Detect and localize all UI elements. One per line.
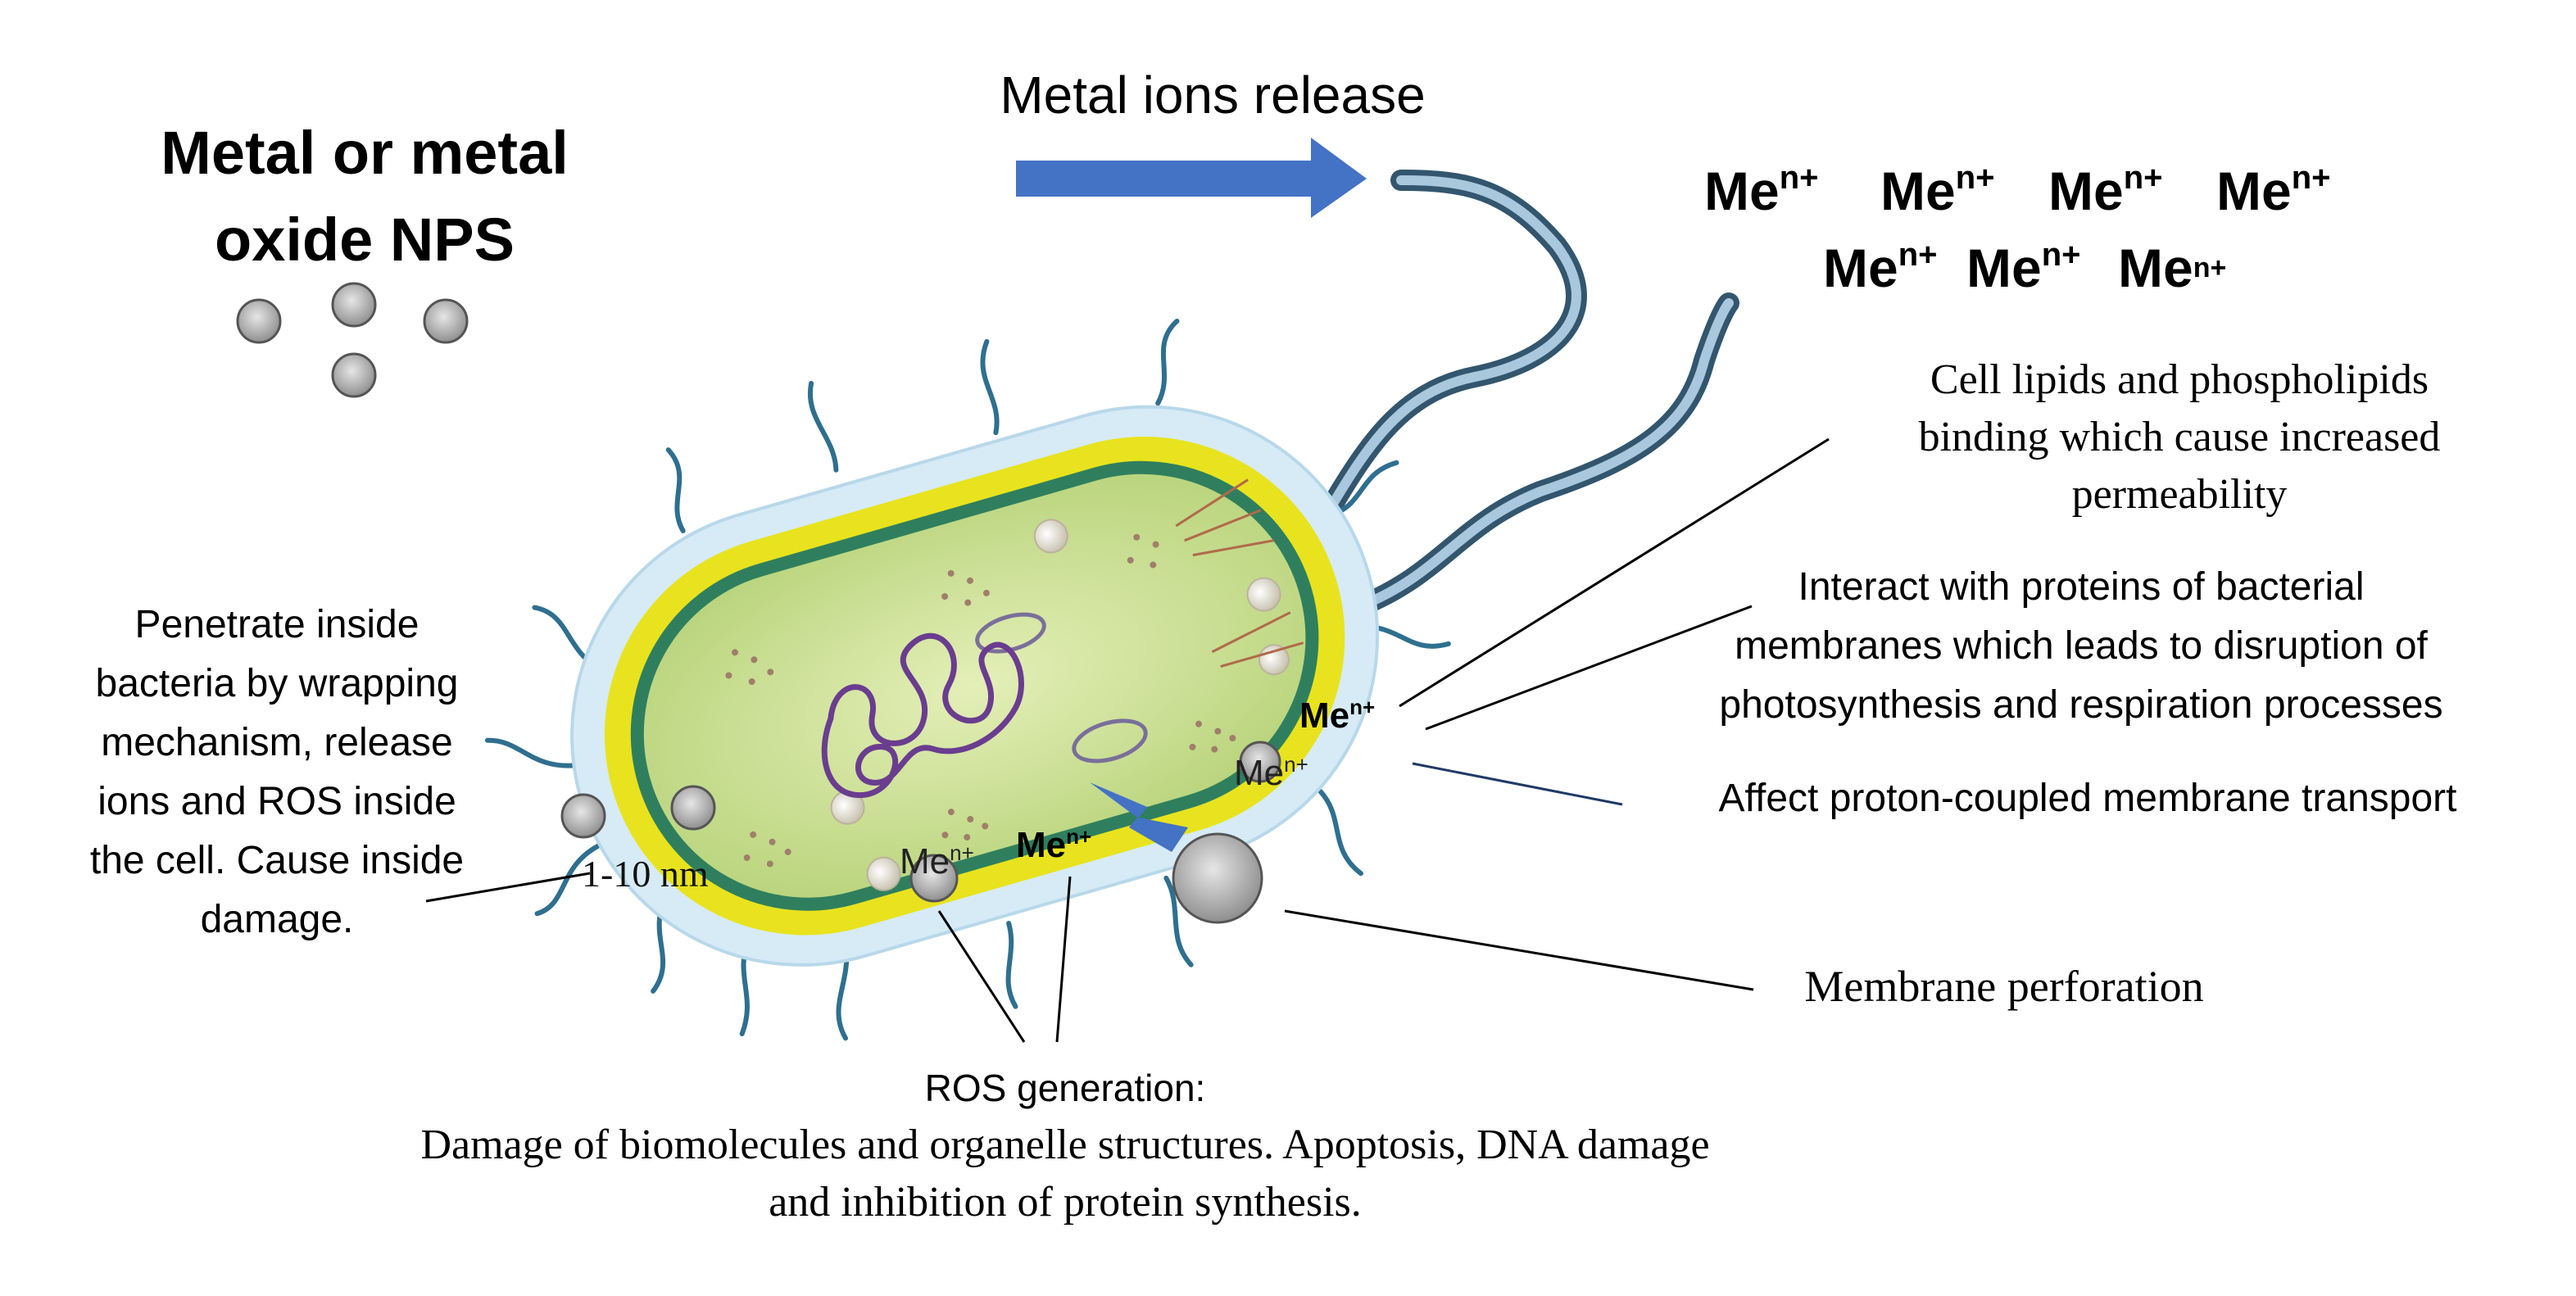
- ion-label: Men+: [1966, 237, 2080, 298]
- ion-cloud: Men+ Men+ Men+ Men+ Men+ Men+ Men+: [1704, 160, 2330, 298]
- size-label: 1-10 nm: [582, 853, 709, 895]
- nanoparticle: [423, 298, 469, 344]
- metal-ions-release: Metal ions release: [1000, 66, 1426, 218]
- lipids-annotation: Cell lipids and phospholipids binding wh…: [1919, 356, 2441, 518]
- ion-label: Men+: [2216, 160, 2330, 221]
- proteins-annotation: Interact with proteins of bacterial memb…: [1719, 565, 2442, 727]
- attached-nanoparticles: [560, 741, 1281, 924]
- ion-label: Men+: [1704, 160, 1818, 221]
- nanoparticle: [331, 282, 377, 328]
- proteins-line-1: Interact with proteins of bacterial: [1798, 565, 2364, 609]
- ion-label: Men+: [2118, 238, 2226, 298]
- title-line-1: Metal or metal: [161, 119, 569, 187]
- ion-label: Men+: [1823, 237, 1937, 298]
- perforation-annotation: Membrane perforation: [1804, 962, 2203, 1011]
- ion-label: Men+: [1880, 160, 1994, 221]
- penetrate-line-5: the cell. Cause inside: [90, 839, 464, 882]
- nanoparticle: [331, 352, 377, 398]
- proteins-line-2: membranes which leads to disruption of: [1735, 624, 2428, 668]
- free-nanoparticles: [236, 282, 469, 398]
- ion-label: Men+: [1299, 695, 1375, 736]
- penetrate-line-6: damage.: [201, 898, 354, 941]
- ros-line-1: Damage of biomolecules and organelle str…: [420, 1122, 1709, 1168]
- lipids-line-3: permeability: [2072, 471, 2288, 518]
- fimbriae: [1175, 478, 1304, 668]
- nanoparticle: [560, 793, 606, 839]
- ion-label: Men+: [1234, 752, 1308, 793]
- ros-line-2: and inhibition of protein synthesis.: [769, 1179, 1362, 1226]
- title: Metal or metal oxide NPS: [161, 119, 569, 274]
- penetrate-line-4: ions and ROS inside: [98, 780, 456, 823]
- cell-ion-labels: Men+ Men+ Men+ Men+: [900, 695, 1375, 881]
- nanoparticle: [1239, 741, 1281, 783]
- nanoparticle: [670, 785, 716, 831]
- dna-nucleoid: [821, 632, 1024, 799]
- nanoparticle: [909, 854, 959, 903]
- large-nanoparticle: [1172, 832, 1263, 924]
- release-label: Metal ions release: [1000, 66, 1425, 125]
- penetrate-line-1: Penetrate inside: [135, 603, 420, 646]
- penetrate-line-3: mechanism, release: [101, 721, 453, 764]
- release-arrow-icon: [1016, 138, 1367, 218]
- ion-label: Men+: [900, 841, 974, 881]
- ion-label: Men+: [2048, 160, 2162, 221]
- proteins-line-3: photosynthesis and respiration processes: [1719, 683, 2442, 727]
- title-line-2: oxide NPS: [215, 206, 515, 274]
- ros-heading: ROS generation:: [925, 1067, 1206, 1109]
- cell-wall: [630, 460, 1319, 911]
- ros-annotation: ROS generation: Damage of biomolecules a…: [420, 1067, 1709, 1226]
- ion-label: Men+: [1016, 824, 1091, 865]
- plasmids: [975, 612, 1148, 764]
- flagellum: [1300, 170, 1739, 617]
- penetrate-annotation: Penetrate inside bacteria by wrapping me…: [90, 603, 464, 941]
- bacterium: [484, 318, 1451, 1041]
- lipids-line-2: binding which cause increased: [1919, 414, 2441, 460]
- leader-lines: [425, 437, 1830, 1043]
- lipids-line-1: Cell lipids and phospholipids: [1930, 356, 2429, 403]
- ribosomes: [725, 533, 1236, 868]
- penetrate-line-2: bacteria by wrapping: [96, 662, 459, 705]
- perforation-bolt-icon: [1090, 782, 1188, 852]
- transport-annotation: Affect proton-coupled membrane transport: [1719, 777, 2457, 820]
- pili: [484, 318, 1451, 1041]
- nanoparticle: [236, 298, 282, 344]
